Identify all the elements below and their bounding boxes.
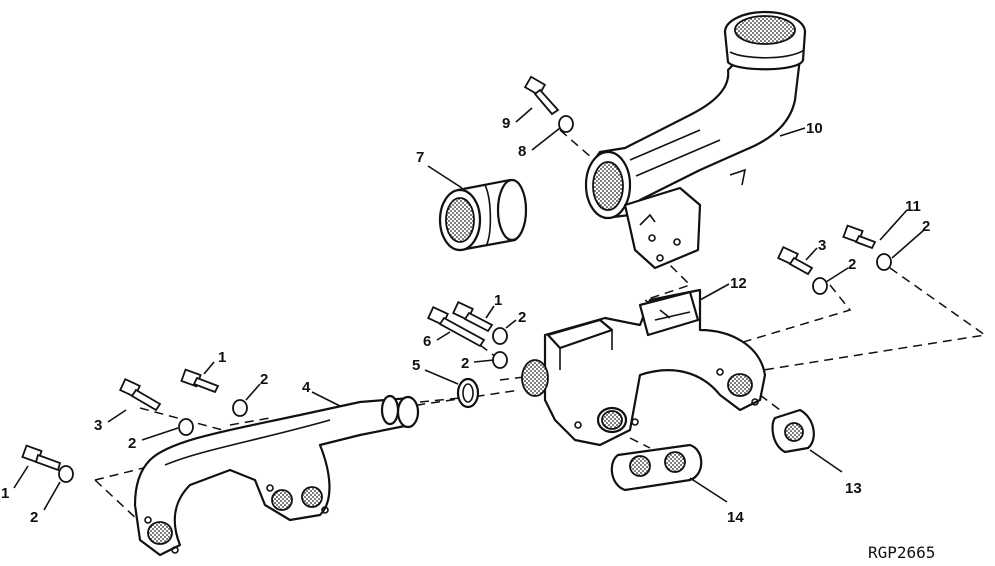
callout-12: 12 (730, 275, 747, 292)
callout-3-left: 3 (94, 417, 102, 434)
callout-3-right: 3 (818, 237, 826, 254)
bolt-part-1-center (452, 300, 494, 333)
callout-5: 5 (412, 357, 420, 374)
washer-center-low (492, 351, 508, 369)
callout-13: 13 (845, 480, 862, 497)
callout-10: 10 (806, 120, 823, 137)
washer-center-high (492, 327, 508, 345)
washer-left-upper (232, 399, 248, 417)
bolt-part-6 (427, 305, 486, 348)
gasket-part-13 (771, 408, 815, 454)
bolt-part-11 (842, 224, 877, 250)
bolts (21, 75, 877, 472)
callout-9: 9 (502, 115, 510, 132)
manifold-part-12 (521, 288, 767, 447)
washer-left-mid (178, 418, 194, 436)
gasket-part-14 (610, 443, 703, 492)
callout-1-center: 1 (494, 292, 502, 309)
washer-right-mid (812, 277, 828, 295)
bolt-part-1-left-mid (180, 368, 220, 394)
figure-code: RGP2665 (868, 543, 935, 562)
callout-labels: 1 2 3 2 1 2 4 5 2 6 1 2 7 8 9 10 11 2 3 … (1, 115, 930, 526)
washer-bottom-left (58, 465, 74, 483)
washer-right-top (876, 253, 892, 271)
elbow-pipe-part-10 (584, 10, 807, 270)
callout-4: 4 (302, 379, 311, 396)
callout-2-center-low: 2 (461, 355, 469, 372)
callout-11: 11 (905, 198, 921, 215)
callout-6: 6 (423, 333, 431, 350)
callout-2-bottom-left: 2 (30, 509, 38, 526)
callout-1-left-mid: 1 (218, 349, 226, 366)
callout-7: 7 (416, 149, 424, 166)
bolt-part-9 (523, 75, 560, 116)
bolt-part-3-right (777, 245, 814, 276)
callout-2-right-mid: 2 (848, 256, 856, 273)
callout-2-right-top: 2 (922, 218, 930, 235)
leader-lines (13, 107, 925, 511)
callout-14: 14 (727, 509, 744, 526)
seal-ring-part-5 (456, 377, 480, 409)
callout-2-center-high: 2 (518, 309, 526, 326)
callout-1-bottom-left: 1 (1, 485, 9, 502)
callout-2-left-upper: 2 (260, 371, 268, 388)
callout-8: 8 (518, 143, 526, 160)
bolt-part-3-left (119, 377, 162, 412)
callout-2-left-mid: 2 (128, 435, 136, 452)
washers (58, 115, 892, 483)
manifold-part-4 (133, 394, 420, 557)
bolt-part-1-bottom-left (21, 444, 62, 472)
sleeve-part-7 (438, 178, 528, 252)
washer-part-8 (558, 115, 574, 133)
